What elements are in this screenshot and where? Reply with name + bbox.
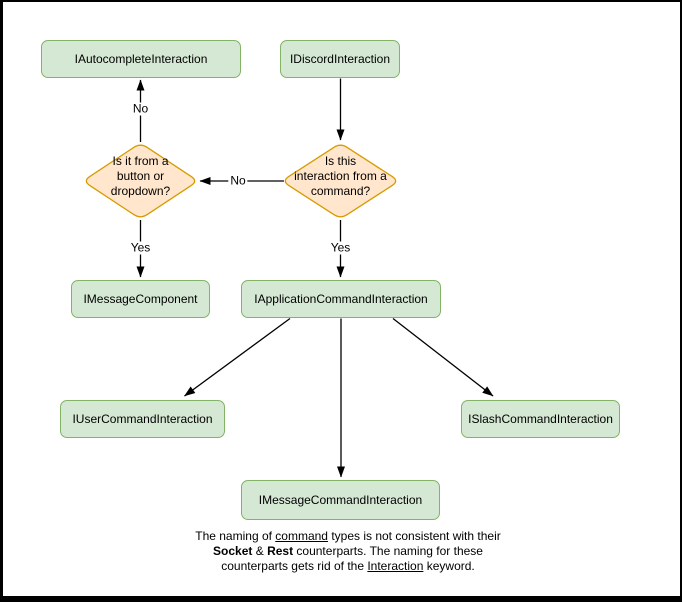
frame-border-right	[680, 0, 682, 602]
node-discord-interaction: IDiscordInteraction	[280, 40, 400, 78]
frame-border-left	[0, 0, 3, 602]
edge-label-yes-message-component: Yes	[128, 240, 153, 255]
node-user-command-interaction: IUserCommandInteraction	[60, 400, 225, 438]
edge-label-yes-application-command: Yes	[328, 240, 353, 255]
decision-button-or-dropdown-shape	[85, 144, 196, 218]
frame-border-top	[0, 0, 682, 2]
edge-appcommand-to-slashcommand	[392, 317, 494, 397]
edge-appcommand-to-usercommand	[184, 317, 291, 397]
note-text: The naming of command types is not consi…	[195, 529, 501, 573]
node-slash-command-interaction: ISlashCommandInteraction	[461, 400, 620, 438]
decision-command-shape	[284, 144, 397, 218]
frame-border-bottom	[0, 596, 682, 602]
node-application-command-interaction: IApplicationCommandInteraction	[241, 280, 441, 318]
node-message-component: IMessageComponent	[71, 280, 210, 318]
edge-label-no-autocomplete: No	[130, 101, 151, 116]
decision-button-or-dropdown-label: Is it from a button or dropdown?	[110, 154, 171, 198]
node-autocomplete-interaction: IAutocompleteInteraction	[41, 40, 241, 78]
node-message-command-interaction: IMessageCommandInteraction	[241, 480, 440, 520]
edge-label-no-button-dropdown: No	[228, 173, 248, 188]
decision-command-label: Is this interaction from a command?	[294, 154, 387, 198]
